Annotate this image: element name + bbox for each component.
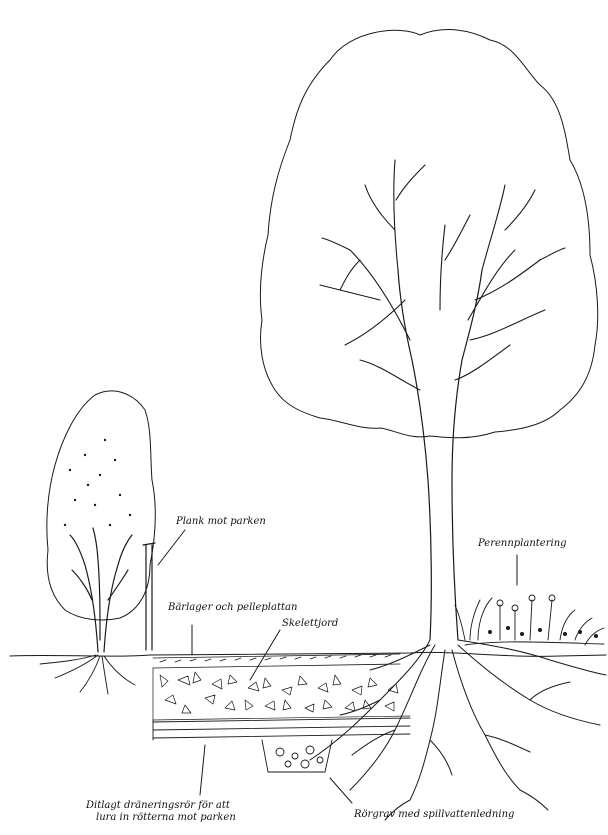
large-tree-trunk-right bbox=[452, 270, 482, 640]
label-rorgrav: Rörgrav med spillvattenledning bbox=[353, 809, 514, 820]
perennial-plants bbox=[455, 595, 604, 645]
label-perenn: Perennplantering bbox=[477, 538, 567, 549]
label-barlager: Bärlager och pelleplattan bbox=[167, 602, 297, 613]
plank-post bbox=[143, 543, 155, 650]
label-skelettjord: Skelettjord bbox=[282, 618, 338, 629]
small-tree-trunk bbox=[70, 528, 132, 652]
skelettjord-layer bbox=[153, 668, 410, 720]
label-ditlagt-line2: lura in rötterna mot parken bbox=[96, 812, 236, 823]
rorgrav-trench bbox=[262, 740, 332, 772]
large-tree-branches bbox=[320, 160, 565, 390]
small-tree-leaves bbox=[64, 439, 131, 526]
large-tree-crown-outline bbox=[260, 30, 597, 438]
label-ditlagt-line1: Ditlagt dräneringsrör för att bbox=[85, 800, 231, 811]
leader-lines bbox=[158, 530, 517, 803]
small-tree-crown-outline bbox=[47, 391, 155, 620]
perennial-foliage bbox=[488, 626, 598, 638]
barlager-layer bbox=[153, 654, 400, 668]
drainage-layer bbox=[153, 718, 410, 740]
small-tree-roots bbox=[40, 655, 135, 694]
label-plank: Plank mot parken bbox=[175, 516, 266, 527]
large-tree-roots bbox=[310, 640, 606, 820]
